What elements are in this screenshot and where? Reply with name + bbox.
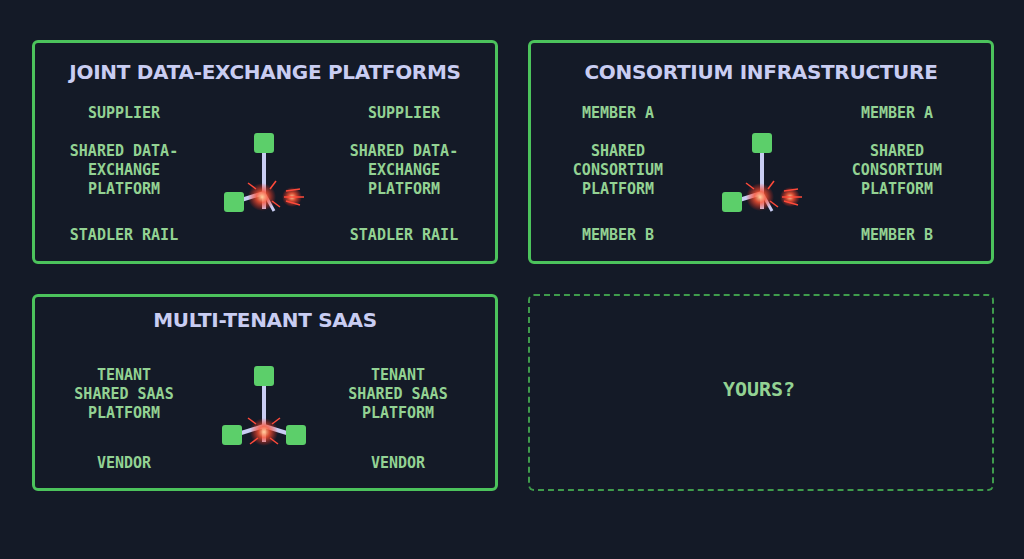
role-label: SHARED DATA-EXCHANGE PLATFORM	[54, 142, 194, 199]
role-label: SUPPLIER	[314, 104, 494, 123]
platform-box: MULTI-TENANT SAASTENANTSHARED SAAS PLATF…	[32, 294, 498, 491]
placeholder-text: YOURS?	[609, 377, 909, 401]
role-label: TENANT	[308, 366, 488, 385]
role-label: SUPPLIER	[34, 104, 214, 123]
role-label: STADLER RAIL	[314, 226, 494, 245]
role-label: SHARED DATA-EXCHANGE PLATFORM	[334, 142, 474, 199]
platform-box: JOINT DATA-EXCHANGE PLATFORMS SUPPLIER SHA…	[32, 40, 498, 264]
role-label: TENANT	[34, 366, 214, 385]
role-label: SHARED SAAS PLATFORM	[54, 385, 194, 423]
role-label: MEMBER A	[807, 104, 987, 123]
placeholder-box: YOURS?	[528, 294, 994, 491]
platform-box: CONSORTIUM INFRASTRUCTURE MEMBER A SHARED …	[528, 40, 994, 264]
box-title: JOINT DATA-EXCHANGE PLATFORMS	[45, 60, 485, 84]
role-label: SHARED CONSORTIUM PLATFORM	[827, 142, 967, 199]
role-label: VENDOR	[34, 454, 214, 473]
role-label: MEMBER B	[807, 226, 987, 245]
role-label: STADLER RAIL	[34, 226, 214, 245]
conflict-icon	[224, 133, 304, 212]
role-label: MEMBER B	[528, 226, 708, 245]
box-title: MULTI-TENANT SAAS	[45, 308, 485, 332]
conflict-icon	[722, 133, 802, 212]
role-label: MEMBER A	[528, 104, 708, 123]
role-label: VENDOR	[308, 454, 488, 473]
box-title: CONSORTIUM INFRASTRUCTURE	[541, 60, 981, 84]
conflict-icon	[222, 366, 306, 446]
role-label: SHARED CONSORTIUM PLATFORM	[548, 142, 688, 199]
role-label: SHARED SAAS PLATFORM	[328, 385, 468, 423]
